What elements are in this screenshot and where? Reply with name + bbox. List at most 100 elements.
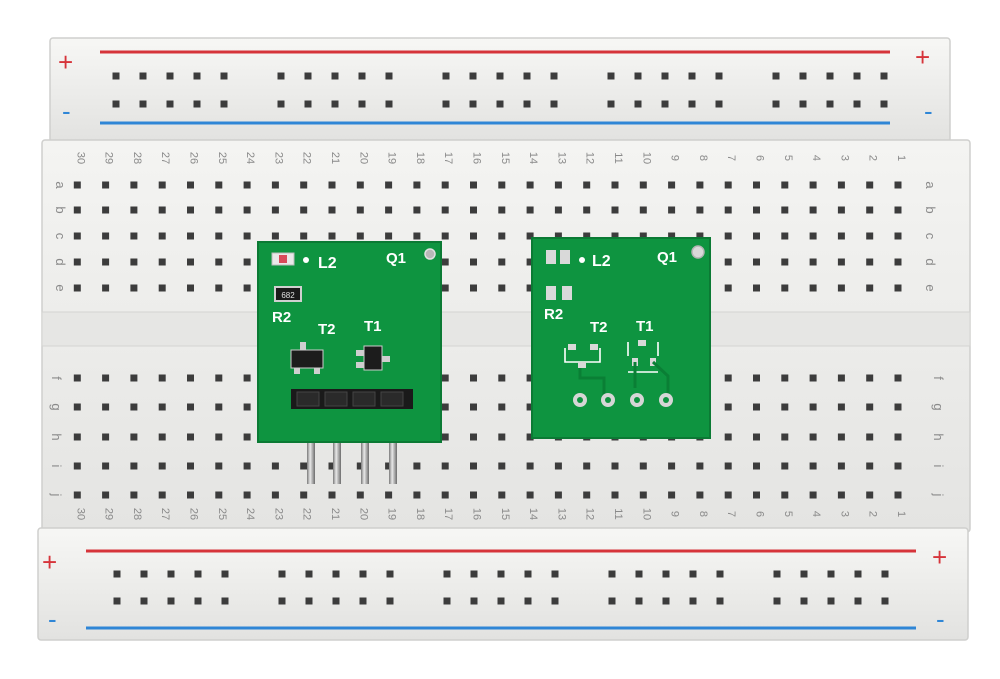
bottom-rail-minus-left: - xyxy=(48,604,57,634)
hole xyxy=(187,462,194,470)
hole xyxy=(554,232,562,240)
hole xyxy=(215,284,223,292)
hole xyxy=(243,232,251,240)
hole xyxy=(470,403,477,411)
hole xyxy=(413,462,421,470)
hole xyxy=(470,374,477,382)
rail-hole xyxy=(385,100,393,108)
hole xyxy=(441,462,449,470)
hole xyxy=(498,374,506,382)
hole xyxy=(102,433,110,441)
hole xyxy=(385,232,393,240)
hole xyxy=(271,181,279,189)
hole xyxy=(271,491,279,499)
hole xyxy=(611,181,619,189)
hole xyxy=(526,433,534,441)
hole xyxy=(130,462,138,470)
hole xyxy=(102,374,110,382)
hole xyxy=(668,181,676,189)
hole xyxy=(441,258,449,266)
rail-hole xyxy=(880,100,888,108)
hole xyxy=(385,491,393,499)
hole xyxy=(894,462,902,470)
rail-hole xyxy=(277,100,285,108)
column-number-top: 27 xyxy=(159,152,171,164)
hole xyxy=(526,403,534,411)
rail-hole xyxy=(799,72,807,80)
row-letter: c xyxy=(923,233,938,240)
hole xyxy=(102,491,110,499)
column-number-bottom: 28 xyxy=(131,508,143,520)
hole xyxy=(158,374,166,382)
hole xyxy=(441,374,449,382)
rail-hole xyxy=(800,570,808,578)
pcb-board-left xyxy=(257,241,442,443)
hole xyxy=(470,462,477,470)
hole xyxy=(470,491,477,499)
column-number-bottom: 18 xyxy=(414,508,426,520)
hole xyxy=(526,258,534,266)
rail-hole xyxy=(800,597,808,605)
hole xyxy=(583,181,591,189)
hole xyxy=(753,232,760,240)
rail-hole xyxy=(113,570,121,578)
hole xyxy=(356,206,364,214)
column-number-top: 22 xyxy=(301,152,313,164)
hole xyxy=(130,284,138,292)
hole xyxy=(215,491,223,499)
hole xyxy=(724,491,732,499)
column-number-top: 25 xyxy=(216,152,228,164)
column-number-top: 8 xyxy=(697,155,709,161)
hole xyxy=(724,433,732,441)
top-rail-minus-right: - xyxy=(924,96,933,126)
column-number-bottom: 5 xyxy=(782,511,794,517)
rail-hole xyxy=(443,570,451,578)
hole xyxy=(130,258,138,266)
hole xyxy=(583,206,591,214)
column-number-bottom: 23 xyxy=(272,508,284,520)
rail-hole xyxy=(551,570,559,578)
hole xyxy=(554,206,562,214)
bottom-power-rail: + + - - xyxy=(37,527,969,641)
hole xyxy=(526,284,534,292)
column-number-top: 26 xyxy=(188,152,200,164)
rail-hole xyxy=(193,72,201,80)
top-rail-plus-right: + xyxy=(915,42,930,72)
column-number-top: 29 xyxy=(103,152,115,164)
column-number-bottom: 20 xyxy=(357,508,369,520)
rail-hole xyxy=(635,597,643,605)
rail-hole xyxy=(607,100,615,108)
hole xyxy=(866,433,874,441)
top-rail-plus-left: + xyxy=(58,47,73,77)
rail-hole xyxy=(220,100,228,108)
column-number-top: 15 xyxy=(499,152,511,164)
hole xyxy=(73,374,81,382)
column-number-bottom: 9 xyxy=(669,511,681,517)
rail-hole xyxy=(386,570,394,578)
row-letter: i xyxy=(931,465,946,468)
hole xyxy=(243,181,251,189)
rail-hole xyxy=(385,72,393,80)
rail-hole xyxy=(524,597,532,605)
rail-hole xyxy=(140,597,148,605)
hole xyxy=(724,403,732,411)
rail-hole xyxy=(221,597,229,605)
hole xyxy=(413,206,421,214)
label-q1-right: Q1 xyxy=(657,249,677,266)
top-rail-holes xyxy=(112,72,888,108)
hole xyxy=(866,491,874,499)
hole xyxy=(866,232,874,240)
hole xyxy=(441,206,449,214)
hole xyxy=(809,374,817,382)
column-number-bottom: 1 xyxy=(895,511,907,517)
hole xyxy=(498,258,506,266)
column-number-top: 24 xyxy=(244,152,256,164)
rail-hole xyxy=(112,72,120,80)
hole xyxy=(611,462,619,470)
row-letter: i xyxy=(49,465,64,468)
hole xyxy=(73,181,81,189)
rail-hole xyxy=(853,72,861,80)
hole xyxy=(102,181,110,189)
column-number-top: 7 xyxy=(725,155,737,161)
